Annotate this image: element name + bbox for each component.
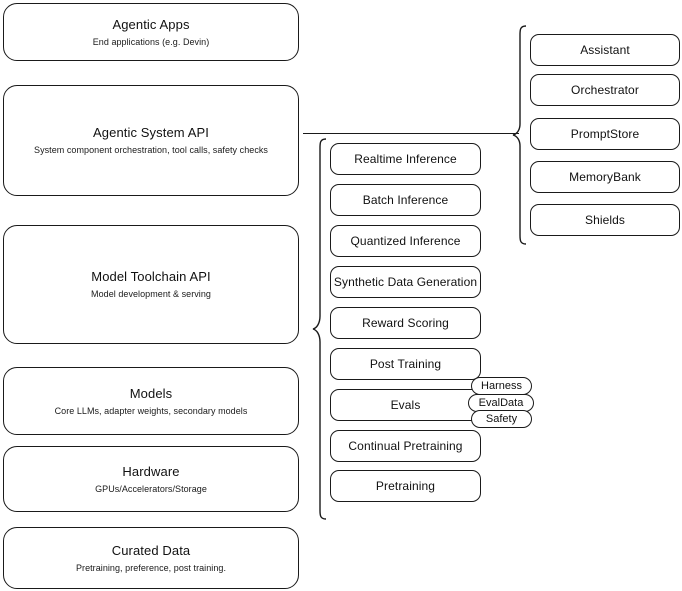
layer-box-curated-data[interactable]: Curated Data Pretraining, preference, po…	[3, 527, 299, 589]
node-batch-inference[interactable]: Batch Inference	[330, 184, 481, 216]
layer-subtitle: End applications (e.g. Devin)	[92, 36, 210, 47]
node-post-training[interactable]: Post Training	[330, 348, 481, 380]
node-promptstore[interactable]: PromptStore	[530, 118, 680, 150]
layer-subtitle: Core LLMs, adapter weights, secondary mo…	[54, 405, 248, 416]
node-orchestrator[interactable]: Orchestrator	[530, 74, 680, 106]
layer-title: Hardware	[122, 463, 180, 479]
layer-box-models[interactable]: Models Core LLMs, adapter weights, secon…	[3, 367, 299, 435]
layer-title: Model Toolchain API	[91, 269, 211, 284]
layer-title: Agentic Apps	[112, 16, 190, 32]
layer-subtitle: Pretraining, preference, post training.	[75, 562, 227, 573]
layer-subtitle: Model development & serving	[91, 289, 211, 299]
node-continual-pretraining[interactable]: Continual Pretraining	[330, 430, 481, 462]
node-quantized-inference[interactable]: Quantized Inference	[330, 225, 481, 257]
node-synthetic-data-generation[interactable]: Synthetic Data Generation	[330, 266, 481, 298]
node-shields[interactable]: Shields	[530, 204, 680, 236]
brace-toolchain-icon	[312, 138, 327, 520]
brace-system-icon	[512, 25, 527, 245]
node-evals[interactable]: Evals	[330, 389, 481, 421]
layer-box-agentic-apps[interactable]: Agentic Apps End applications (e.g. Devi…	[3, 3, 299, 61]
layer-box-model-toolchain-api[interactable]: Model Toolchain API Model development & …	[3, 225, 299, 344]
tag-harness[interactable]: Harness	[471, 377, 532, 395]
layer-title: Models	[129, 385, 173, 401]
connector-system-api-to-system-brace	[303, 133, 519, 135]
layer-title: Agentic System API	[93, 125, 209, 140]
layer-subtitle: System component orchestration, tool cal…	[34, 145, 268, 155]
layer-title: Curated Data	[111, 542, 191, 558]
node-assistant[interactable]: Assistant	[530, 34, 680, 66]
layer-box-agentic-system-api[interactable]: Agentic System API System component orch…	[3, 85, 299, 196]
node-realtime-inference[interactable]: Realtime Inference	[330, 143, 481, 175]
node-reward-scoring[interactable]: Reward Scoring	[330, 307, 481, 339]
layer-box-hardware[interactable]: Hardware GPUs/Accelerators/Storage	[3, 446, 299, 512]
node-memorybank[interactable]: MemoryBank	[530, 161, 680, 193]
node-pretraining[interactable]: Pretraining	[330, 470, 481, 502]
layer-subtitle: GPUs/Accelerators/Storage	[95, 483, 207, 494]
tag-safety[interactable]: Safety	[471, 410, 532, 428]
